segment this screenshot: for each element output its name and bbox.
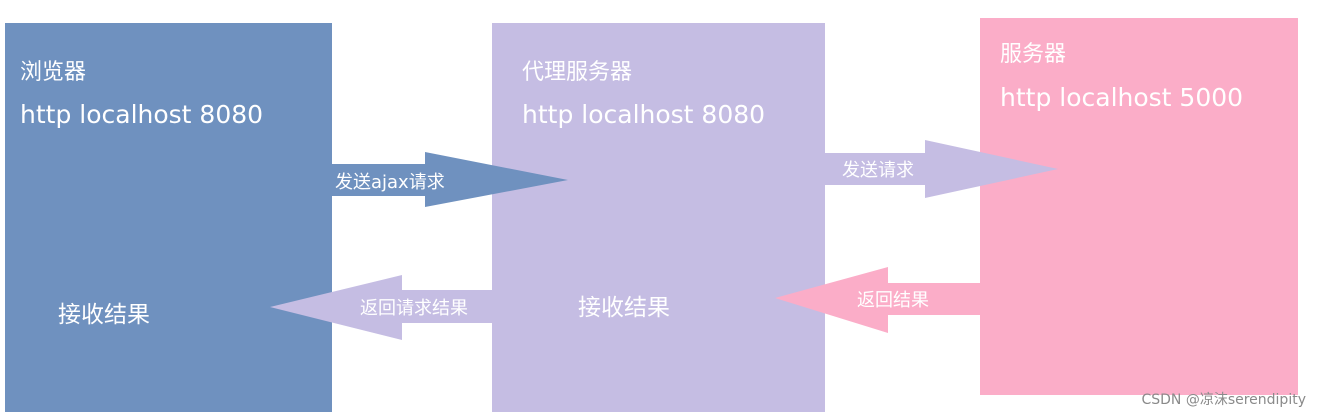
watermark: CSDN @凉沫serendipity [1141,392,1306,408]
arrow-server-to-proxy [775,267,980,333]
browser-address: http localhost 8080 [20,100,263,129]
label-send-request: 发送请求 [842,160,914,181]
arrow-proxy-to-browser [270,275,492,340]
browser-box [5,23,332,412]
arrow-browser-to-proxy [332,152,568,207]
server-address: http localhost 5000 [1000,83,1243,112]
proxy-address: http localhost 8080 [522,100,765,129]
proxy-title: 代理服务器 [522,60,632,85]
proxy-box [492,23,825,412]
browser-title: 浏览器 [20,60,86,85]
browser-note: 接收结果 [58,302,150,328]
proxy-note: 接收结果 [578,295,670,321]
label-send-ajax: 发送ajax请求 [335,172,445,193]
server-box [980,18,1298,395]
arrow-proxy-to-server [825,140,1058,198]
label-return-result: 返回结果 [857,290,929,311]
server-title: 服务器 [1000,42,1066,67]
label-return-request-result: 返回请求结果 [360,298,468,319]
